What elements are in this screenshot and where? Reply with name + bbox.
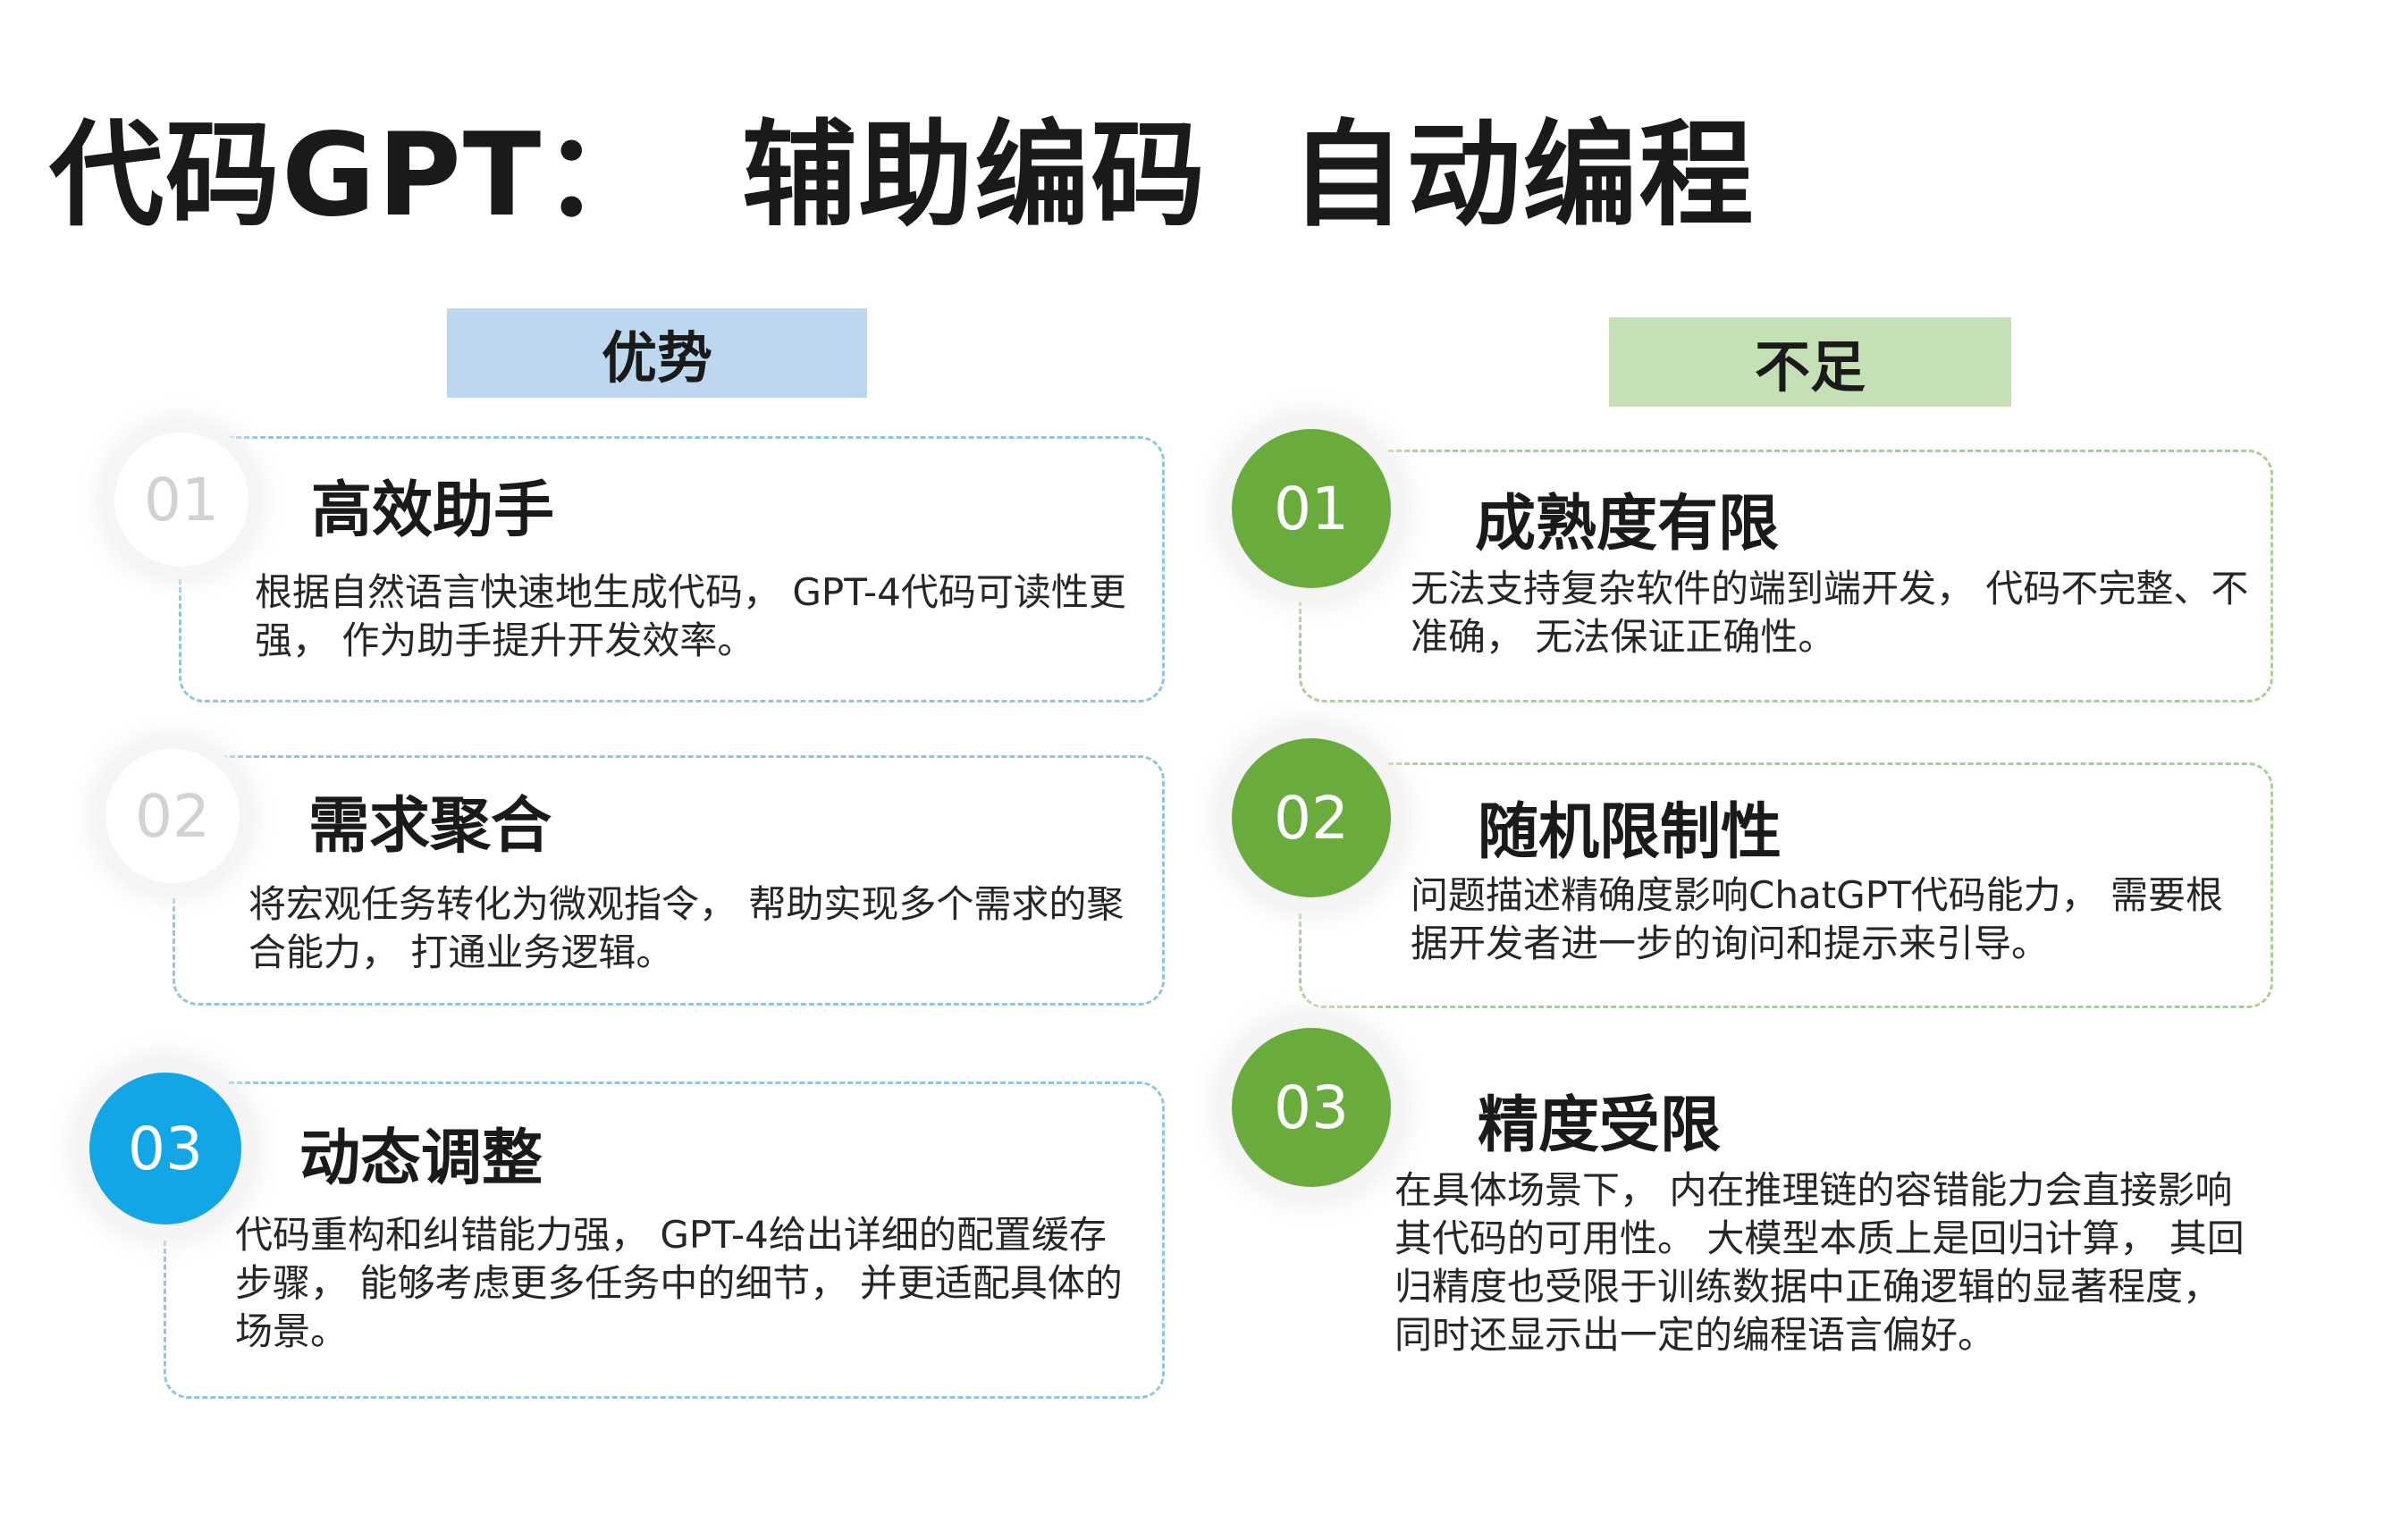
- advantage-card-1: [179, 436, 1165, 703]
- disadvantage-body-2: 问题描述精确度影响ChatGPT代码能力， 需要根据开发者进一步的询问和提示来引…: [1411, 873, 2224, 965]
- disadvantage-number-3: 03: [1232, 1028, 1391, 1187]
- page-title: 代码GPT： 辅助编码 自动编程: [49, 109, 1756, 242]
- disadvantage-title-3: 精度受限: [1478, 1090, 1722, 1161]
- advantage-number-2: 02: [105, 749, 240, 883]
- disadvantage-number-2: 02: [1232, 738, 1391, 897]
- disadvantage-title-2: 随机限制性: [1478, 797, 1782, 868]
- advantage-body-2: 将宏观任务转化为微观指令， 帮助实现多个需求的聚合能力， 打通业务逻辑。: [249, 882, 1125, 974]
- advantage-body-3: 代码重构和纠错能力强， GPT-4给出详细的配置缓存步骤， 能够考虑更多任务中的…: [235, 1213, 1123, 1353]
- advantages-header: 优势: [447, 308, 867, 398]
- advantage-title-1: 高效助手: [311, 475, 555, 546]
- disadvantage-number-1: 01: [1232, 429, 1391, 588]
- advantage-body-1: 根据自然语言快速地生成代码， GPT-4代码可读性更强， 作为助手提升开发效率。: [255, 570, 1126, 662]
- advantage-number-3: 03: [89, 1073, 241, 1224]
- advantage-card-3: [164, 1081, 1165, 1399]
- advantage-title-3: 动态调整: [299, 1123, 543, 1194]
- disadvantages-header: 不足: [1609, 317, 2011, 407]
- disadvantage-title-1: 成熟度有限: [1475, 489, 1780, 560]
- disadvantage-body-1: 无法支持复杂软件的端到端开发， 代码不完整、不准确， 无法保证正确性。: [1411, 567, 2249, 659]
- advantage-title-2: 需求聚合: [308, 791, 552, 862]
- advantage-number-1: 01: [114, 433, 249, 567]
- disadvantage-body-3: 在具体场景下， 内在推理链的容错能力会直接影响其代码的可用性。 大模型本质上是回…: [1394, 1168, 2245, 1357]
